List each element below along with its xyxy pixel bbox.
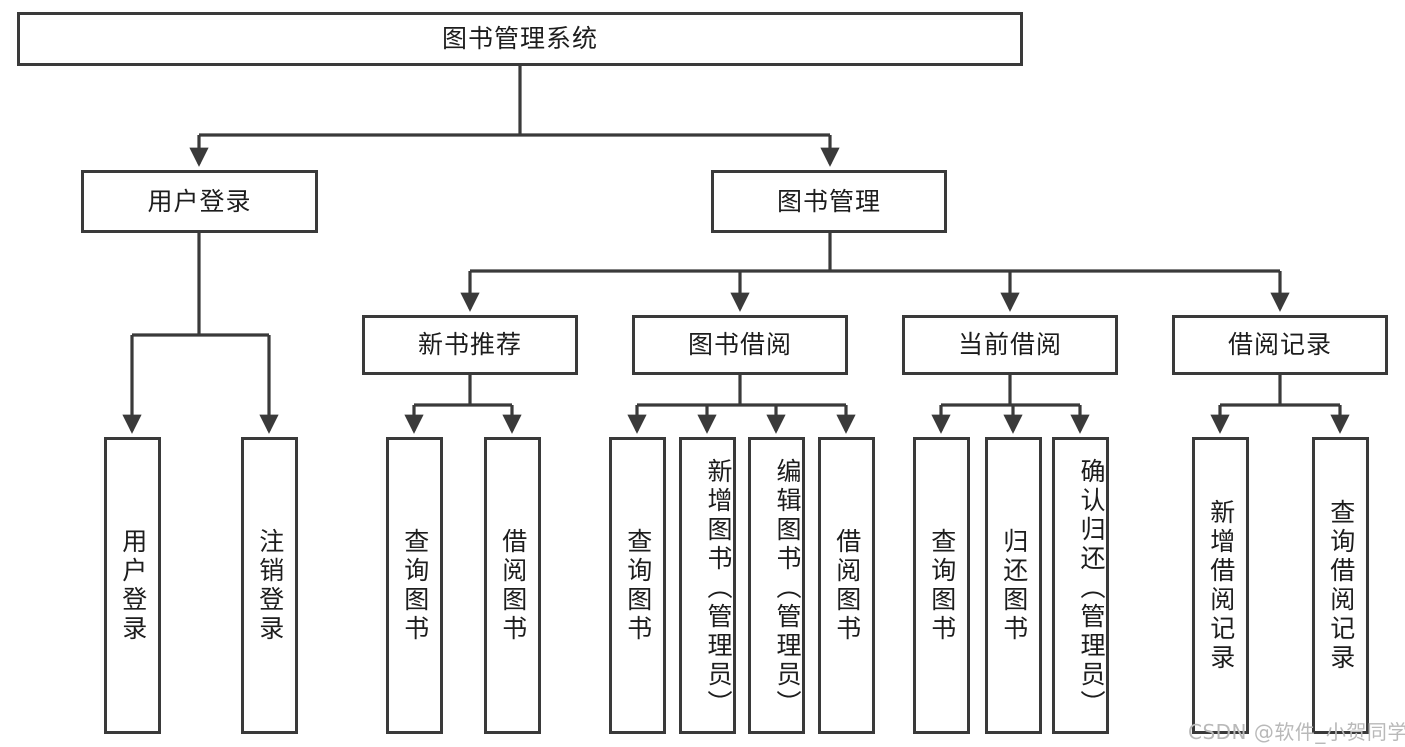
- leaf-query-book-recommend[interactable]: 查询图书: [386, 437, 443, 734]
- leaf-lend-book[interactable]: 借阅图书: [818, 437, 875, 734]
- leaf-borrow-book-recommend-label: 借阅图书: [498, 527, 528, 644]
- leaf-add-borrow-record[interactable]: 新增借阅记录: [1192, 437, 1249, 734]
- leaf-add-book-admin-label: 新增图书（管理员）: [704, 458, 733, 719]
- leaf-confirm-return-admin[interactable]: 确认归还（管理员）: [1052, 437, 1109, 734]
- node-book-borrow-label: 图书借阅: [687, 330, 792, 359]
- leaf-query-book-current[interactable]: 查询图书: [913, 437, 970, 734]
- node-book-borrow[interactable]: 图书借阅: [632, 315, 848, 375]
- node-current-borrow[interactable]: 当前借阅: [902, 315, 1118, 375]
- node-new-book-recommend[interactable]: 新书推荐: [362, 315, 578, 375]
- node-root[interactable]: 图书管理系统: [17, 12, 1023, 66]
- leaf-return-book[interactable]: 归还图书: [985, 437, 1042, 734]
- leaf-query-borrow-record-label: 查询借阅记录: [1326, 498, 1356, 673]
- leaf-user-login-label: 用户登录: [118, 527, 148, 644]
- node-new-book-recommend-label: 新书推荐: [417, 330, 522, 359]
- node-user-login-label: 用户登录: [147, 186, 252, 216]
- leaf-add-book-admin[interactable]: 新增图书（管理员）: [679, 437, 736, 734]
- leaf-user-logout-label: 注销登录: [255, 527, 285, 644]
- node-user-login[interactable]: 用户登录: [81, 170, 318, 233]
- leaf-query-book-borrow-label: 查询图书: [623, 527, 653, 644]
- leaf-confirm-return-admin-label: 确认归还（管理员）: [1077, 458, 1106, 719]
- leaf-lend-book-label: 借阅图书: [832, 527, 862, 644]
- csdn-watermark: CSDN @软件_小贺同学: [1188, 720, 1405, 744]
- node-borrow-records[interactable]: 借阅记录: [1172, 315, 1388, 375]
- leaf-query-book-current-label: 查询图书: [927, 527, 957, 644]
- leaf-query-book-borrow[interactable]: 查询图书: [609, 437, 666, 734]
- leaf-user-login[interactable]: 用户登录: [104, 437, 161, 734]
- node-book-management[interactable]: 图书管理: [711, 170, 947, 233]
- leaf-query-book-recommend-label: 查询图书: [400, 527, 430, 644]
- leaf-return-book-label: 归还图书: [999, 527, 1029, 644]
- leaf-user-logout[interactable]: 注销登录: [241, 437, 298, 734]
- node-current-borrow-label: 当前借阅: [957, 330, 1062, 359]
- leaf-edit-book-admin[interactable]: 编辑图书（管理员）: [748, 437, 805, 734]
- leaf-edit-book-admin-label: 编辑图书（管理员）: [773, 458, 802, 719]
- leaf-query-borrow-record[interactable]: 查询借阅记录: [1312, 437, 1369, 734]
- leaf-borrow-book-recommend[interactable]: 借阅图书: [484, 437, 541, 734]
- node-root-label: 图书管理系统: [441, 24, 598, 53]
- node-book-management-label: 图书管理: [776, 186, 881, 216]
- node-borrow-records-label: 借阅记录: [1227, 330, 1332, 359]
- leaf-add-borrow-record-label: 新增借阅记录: [1206, 498, 1236, 673]
